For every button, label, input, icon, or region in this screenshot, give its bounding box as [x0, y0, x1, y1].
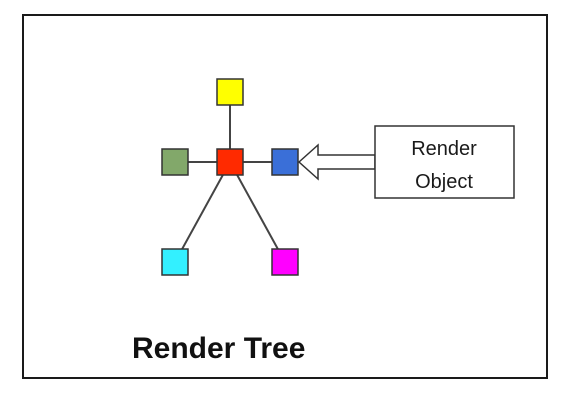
node-magenta: [271, 248, 299, 276]
node-cyan: [161, 248, 189, 276]
node-blue: [271, 148, 299, 176]
callout-label-line1: Render: [411, 138, 477, 160]
edge-red-magenta: [229, 161, 286, 263]
node-green: [161, 148, 189, 176]
callout-box: [374, 125, 515, 199]
callout-label-line2: Object: [415, 171, 473, 193]
callout-arrow: [297, 143, 376, 181]
diagram-title: Render Tree: [132, 332, 305, 365]
node-yellow: [216, 78, 244, 106]
node-red: [216, 148, 244, 176]
edge-red-cyan: [174, 161, 231, 263]
